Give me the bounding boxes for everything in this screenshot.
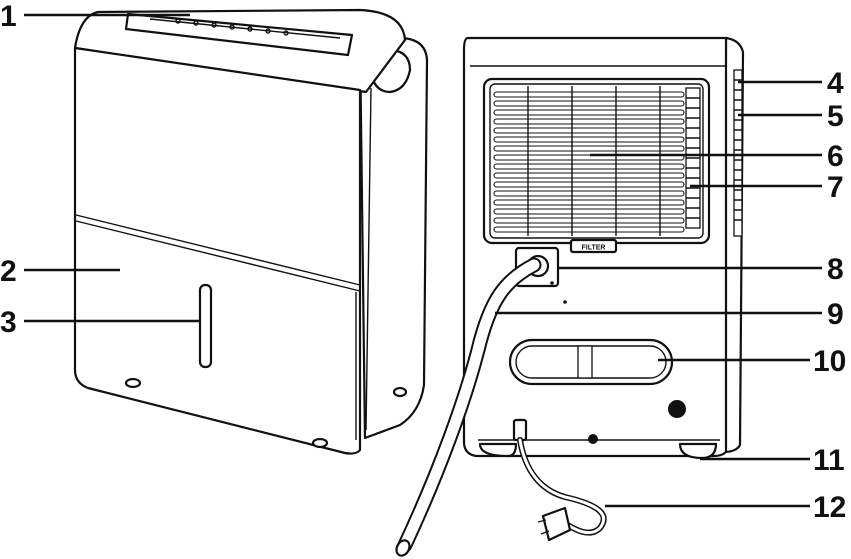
- water-level-window: [200, 285, 211, 367]
- grille-slat: [494, 146, 684, 151]
- grille-slat: [494, 92, 684, 97]
- grille-slat: [494, 128, 684, 133]
- grille-slat: [494, 119, 684, 124]
- grille-slat: [494, 209, 684, 214]
- front-view: [75, 10, 427, 454]
- air-filter-grille: FILTER: [484, 79, 709, 252]
- rear-view: FILTER: [394, 38, 743, 558]
- grille-slat: [494, 101, 684, 106]
- side-air-outlet: [734, 70, 742, 236]
- callout-6: 6: [827, 140, 844, 173]
- grille-slat: [494, 173, 684, 178]
- callout-12: 12: [813, 491, 846, 524]
- grille-slat: [494, 227, 684, 232]
- callout-4: 4: [827, 67, 844, 100]
- callout-9: 9: [827, 298, 844, 331]
- callout-1: 1: [0, 0, 17, 33]
- callout-7: 7: [827, 171, 844, 204]
- rear-handle: [510, 340, 672, 384]
- callout-3: 3: [0, 306, 17, 339]
- callout-10: 10: [813, 345, 846, 378]
- grille-slat: [494, 182, 684, 187]
- filter-clip: [686, 88, 700, 228]
- callout-11: 11: [813, 444, 845, 477]
- grille-slat: [494, 164, 684, 169]
- callout-2: 2: [0, 255, 17, 288]
- grille-slat: [494, 200, 684, 205]
- grille-slat: [494, 110, 684, 115]
- grille-slat: [494, 218, 684, 223]
- filter-tab-label: FILTER: [582, 245, 606, 252]
- grille-slat: [494, 137, 684, 142]
- callout-8: 8: [827, 253, 844, 286]
- callout-5: 5: [827, 100, 844, 133]
- grille-slat: [494, 191, 684, 196]
